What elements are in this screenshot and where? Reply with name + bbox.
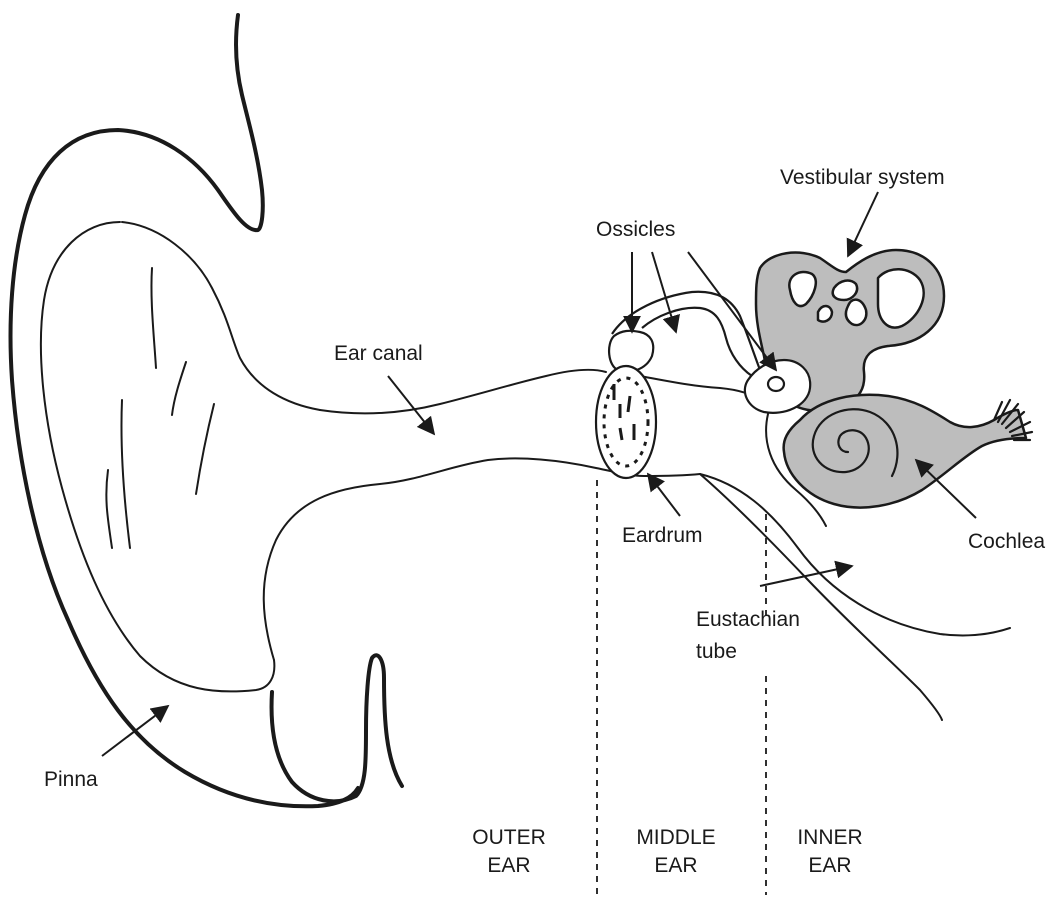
region-middle-ear: MIDDLE EAR <box>606 824 746 880</box>
region-middle-line1: MIDDLE <box>606 824 746 852</box>
label-eustachian-line1: Eustachian <box>696 608 800 632</box>
oval-window <box>768 377 784 391</box>
canal-hole-5 <box>846 300 866 325</box>
region-inner-ear: INNER EAR <box>760 824 900 880</box>
earlobe-outline <box>272 655 402 801</box>
ear-canal-lower <box>264 458 700 660</box>
region-inner-line1: INNER <box>760 824 900 852</box>
cochlea <box>784 395 1026 508</box>
arrow-vestibular <box>848 192 878 256</box>
middle-ear-roof <box>640 376 758 400</box>
head-outline <box>11 15 358 806</box>
label-vestibular-system: Vestibular system <box>780 166 945 190</box>
region-middle-line2: EAR <box>606 852 746 880</box>
ear-canal-upper <box>320 370 606 413</box>
pinna-fold-2 <box>151 268 156 368</box>
region-outer-line2: EAR <box>439 852 579 880</box>
pinna-rim <box>41 222 274 691</box>
malleus <box>609 331 653 372</box>
label-eardrum: Eardrum <box>622 524 703 548</box>
region-inner-line2: EAR <box>760 852 900 880</box>
arrow-pinna <box>102 706 168 756</box>
pinna-fold-3 <box>172 362 186 415</box>
region-outer-ear: OUTER EAR <box>439 824 579 880</box>
eustachian-wall-lower <box>700 474 942 720</box>
pinna-fold-6 <box>106 470 112 548</box>
label-eustachian-line2: tube <box>696 640 737 664</box>
pinna-fold-4 <box>196 404 214 494</box>
arrow-eardrum <box>648 474 680 516</box>
canal-hole-4 <box>818 306 832 322</box>
label-ossicles: Ossicles <box>596 218 675 242</box>
label-ear-canal: Ear canal <box>334 342 423 366</box>
arrow-eustachian <box>760 566 852 586</box>
label-pinna: Pinna <box>44 768 98 792</box>
arrow-ear-canal <box>388 376 434 434</box>
region-outer-line1: OUTER <box>439 824 579 852</box>
label-cochlea: Cochlea <box>968 530 1045 554</box>
eardrum-group <box>596 366 656 478</box>
pinna-fold-5 <box>121 400 130 548</box>
